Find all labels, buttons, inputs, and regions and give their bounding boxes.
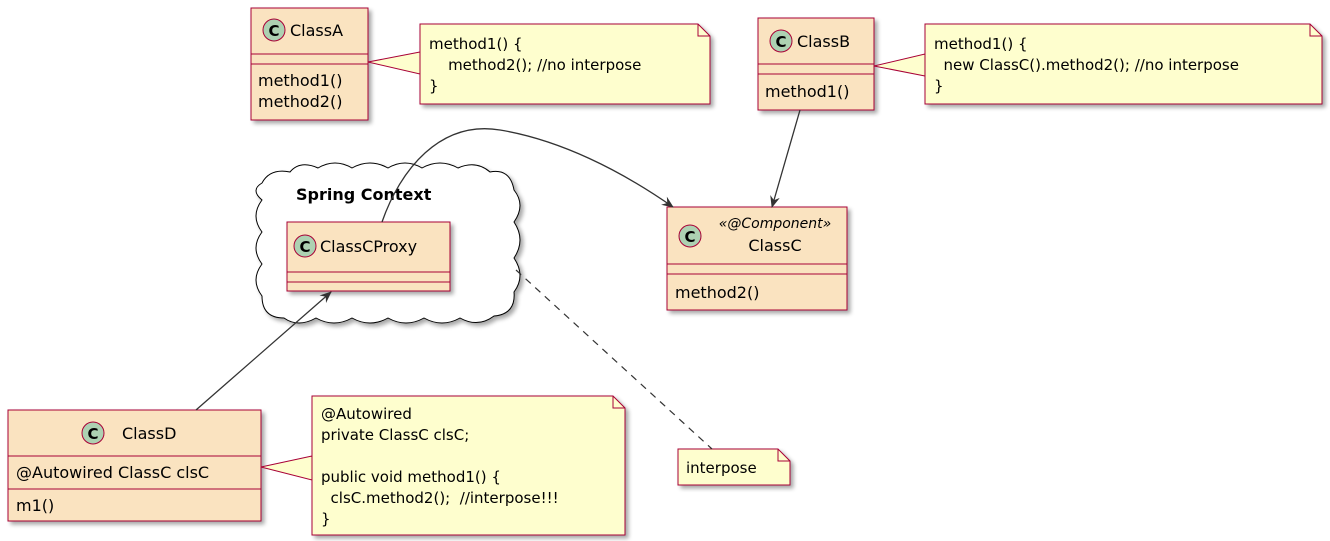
class-icon: C — [262, 18, 286, 42]
note-line: method2(); //no interpose — [429, 56, 641, 74]
note-line: method1() { — [429, 35, 523, 53]
class-name: ClassD — [122, 424, 176, 443]
note-interpose: interpose — [677, 448, 791, 486]
class-icon: C — [81, 421, 105, 445]
class-member: method2() — [675, 283, 759, 302]
class-icon: C — [678, 224, 702, 248]
note-line: interpose — [686, 459, 757, 477]
class-name: ClassB — [797, 32, 850, 51]
class-member: method1() — [258, 71, 342, 90]
svg-text:C: C — [87, 425, 98, 443]
svg-text:C: C — [684, 228, 695, 246]
arrow-classb-to-classc — [770, 109, 801, 208]
class-stereotype: «@Component» — [719, 216, 832, 232]
note-line: public void method1() { — [321, 468, 501, 486]
note-line: @Autowired — [321, 405, 412, 423]
note-line: private ClassC clsC; — [321, 426, 469, 444]
note-b: method1() { new ClassC().method2(); //no… — [873, 23, 1323, 105]
note-connector — [367, 51, 421, 75]
class-method: m1() — [16, 496, 54, 515]
class-b[interactable]: C ClassB method1() — [757, 17, 875, 111]
arrow-proxy-to-classc — [381, 128, 674, 223]
dashed-link-interpose — [515, 269, 713, 450]
note-line: } — [321, 510, 331, 528]
class-c[interactable]: C «@Component» ClassC method2() — [666, 206, 848, 311]
note-d: @Autowired private ClassC clsC; public v… — [260, 395, 626, 536]
svg-text:C: C — [299, 238, 310, 256]
note-a: method1() { method2(); //no interpose } — [367, 23, 711, 105]
class-member: method1() — [765, 82, 849, 101]
arrow-classd-to-proxy — [195, 291, 332, 411]
class-name: ClassCProxy — [320, 237, 417, 256]
class-field: @Autowired ClassC clsC — [16, 463, 209, 482]
class-member: method2() — [258, 92, 342, 111]
class-name: ClassC — [748, 236, 801, 255]
spring-context-package: Spring Context C ClassCProxy — [255, 162, 521, 324]
class-d[interactable]: C ClassD @Autowired ClassC clsC m1() — [7, 409, 262, 522]
class-icon: C — [769, 29, 793, 53]
note-connector — [260, 455, 313, 481]
note-line: } — [934, 77, 944, 95]
class-name: ClassA — [290, 21, 343, 40]
connectors — [195, 109, 801, 450]
svg-text:C: C — [268, 22, 279, 40]
svg-text:C: C — [775, 33, 786, 51]
class-a[interactable]: C ClassA method1() method2() — [250, 7, 369, 121]
note-line: } — [429, 77, 439, 95]
class-icon: C — [293, 234, 317, 258]
note-line: method1() { — [934, 35, 1028, 53]
class-c-proxy[interactable] — [286, 221, 451, 292]
note-line: new ClassC().method2(); //no interpose — [934, 56, 1239, 74]
note-line: clsC.method2(); //interpose!!! — [321, 489, 559, 507]
note-connector — [873, 53, 926, 77]
package-title: Spring Context — [296, 185, 432, 204]
